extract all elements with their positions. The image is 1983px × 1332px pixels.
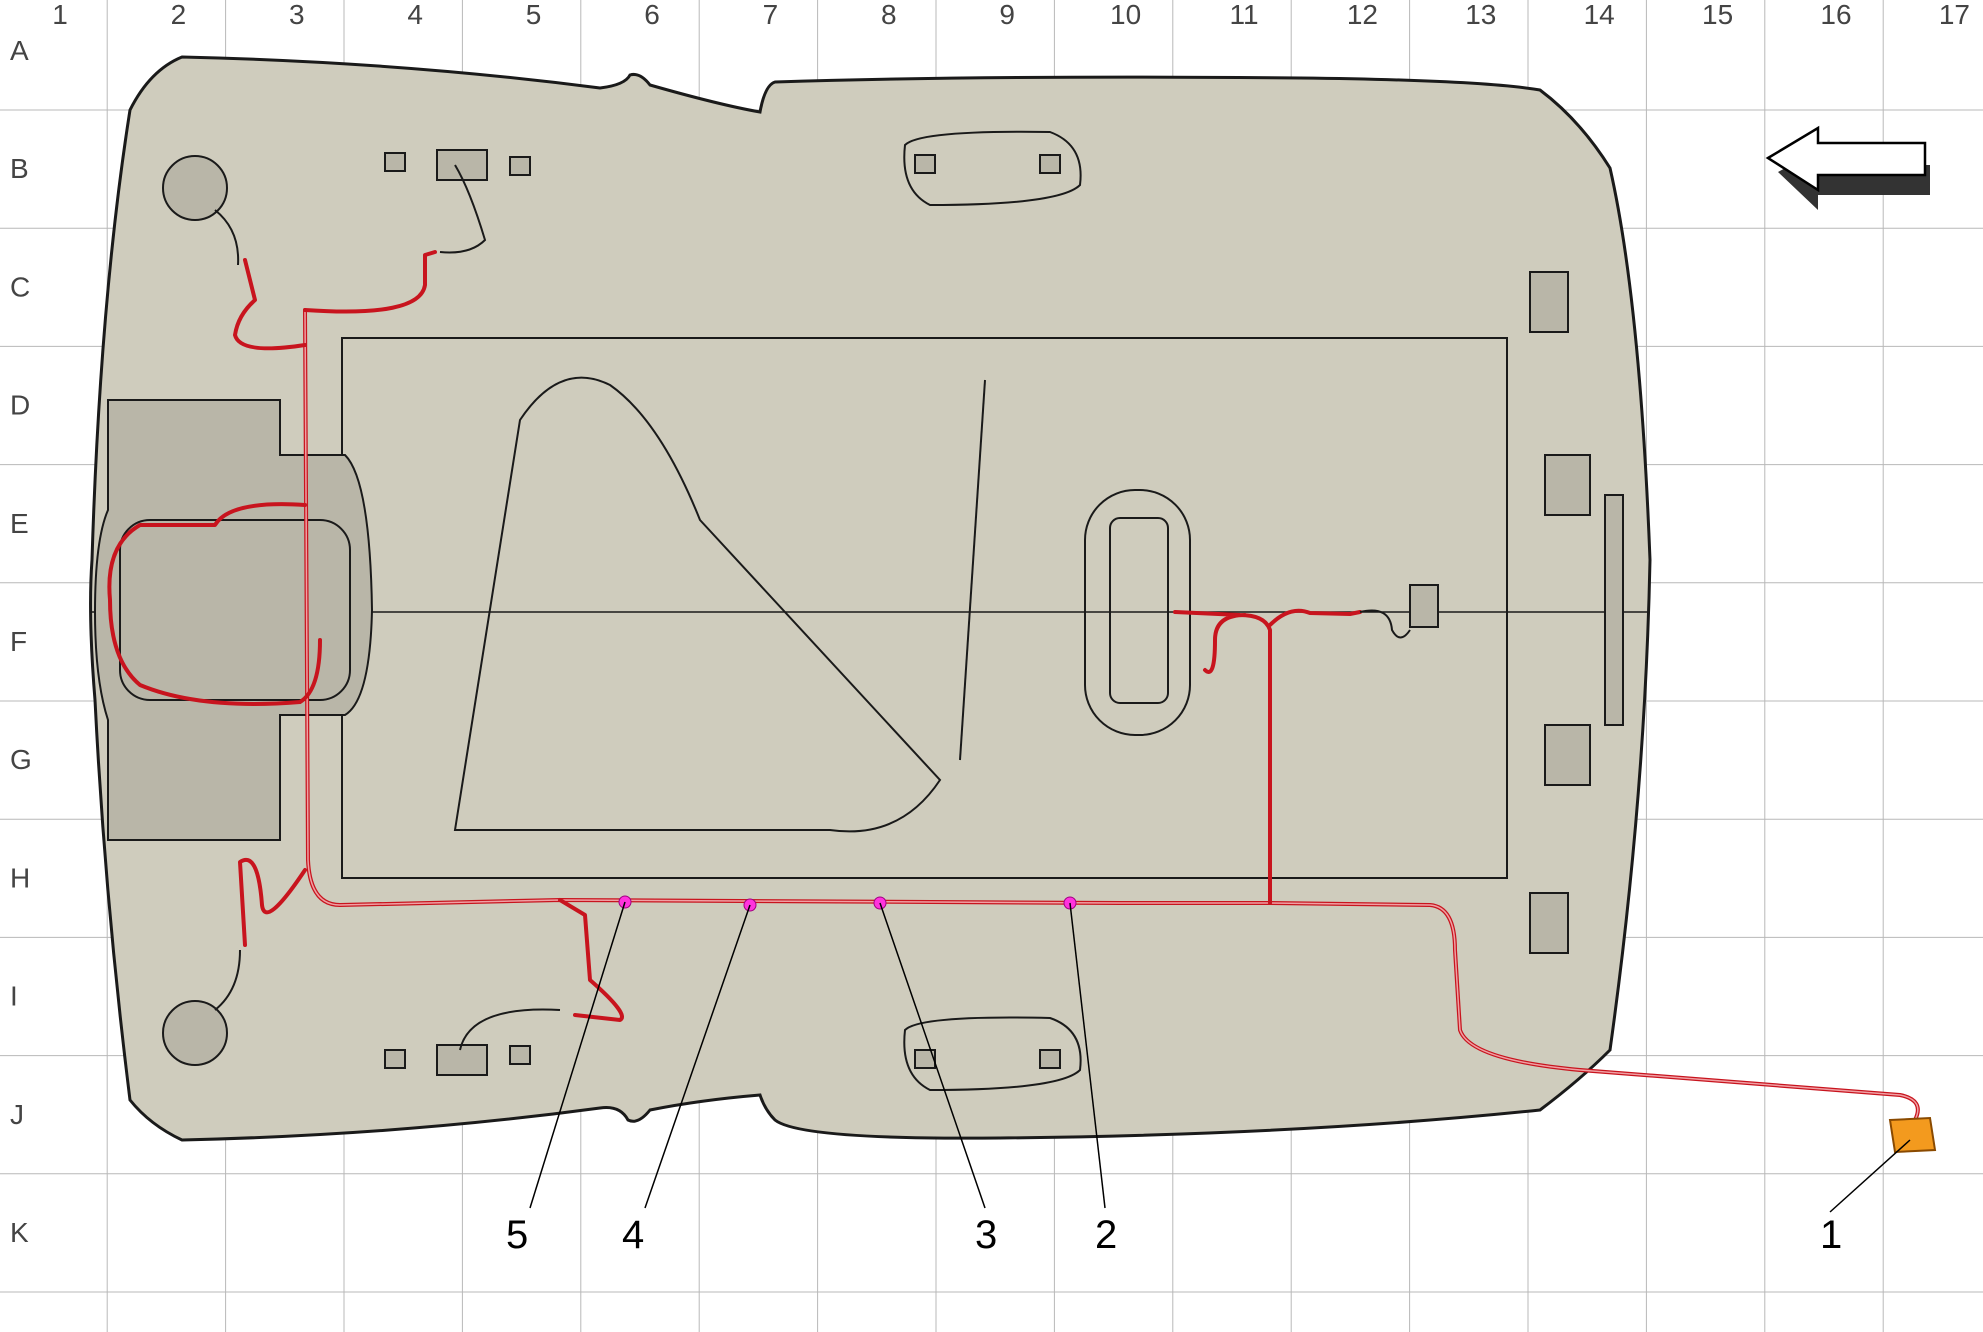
grid-row-label: A: [10, 35, 29, 66]
rear-crossbar: [1604, 494, 1624, 726]
clip-2: [509, 156, 531, 176]
clip-1: [384, 152, 406, 172]
grid-column-label: 16: [1820, 0, 1851, 30]
grid-row-label: E: [10, 508, 29, 539]
roof-wiring-harness: [107, 250, 1920, 1122]
overhead-console: [93, 399, 374, 841]
harness-front-left-speaker: [233, 258, 307, 351]
grid-column-label: 2: [171, 0, 187, 30]
grid-column-label: 11: [1229, 0, 1258, 30]
headliner-outline: [89, 55, 1652, 1142]
callout-leader-lines: [529, 901, 1911, 1213]
rear-connector-bracket: [1409, 584, 1439, 628]
visor-clip-right: [436, 1044, 488, 1076]
grid-row-labels: ABCDEFGHIJKL: [10, 35, 32, 1248]
rear-bracket-1: [1529, 271, 1569, 333]
grid-row-label: F: [10, 626, 27, 657]
speaker-front-right: [162, 1000, 228, 1066]
rear-bracket-4: [1529, 892, 1569, 954]
dome-light: [1109, 517, 1169, 704]
grid-row-label: B: [10, 153, 29, 184]
console-module: [119, 519, 351, 701]
grid-column-label: 17: [1939, 0, 1970, 30]
grid-column-label: 9: [999, 0, 1015, 30]
handle-recess-bottom: [903, 1016, 1082, 1092]
harness-console: [107, 502, 322, 706]
grid-column-label: 1: [52, 0, 68, 30]
clip-5: [914, 154, 936, 174]
grid-column-label: 14: [1584, 0, 1615, 30]
visor-clip-left: [436, 149, 488, 181]
grid-row-label: D: [10, 390, 30, 421]
headliner: [89, 55, 1652, 1142]
harness-front-right-speaker: [238, 857, 307, 947]
wire-front-right-speaker: [214, 949, 241, 1011]
speaker-front-left: [162, 155, 228, 221]
callout-1: 1: [1820, 1213, 1842, 1257]
grid-column-label: 13: [1465, 0, 1496, 30]
clip-7: [914, 1049, 936, 1069]
rear-bracket-3: [1544, 724, 1591, 786]
callout-2: 2: [1095, 1213, 1117, 1257]
grid-column-label: 15: [1702, 0, 1733, 30]
recess-line: [959, 379, 986, 761]
grid-column-label: 5: [526, 0, 542, 30]
grid-row-label: H: [10, 862, 30, 893]
wire-visor-left: [439, 164, 487, 254]
wire-front-left-speaker: [214, 209, 240, 266]
callout-3: 3: [975, 1213, 997, 1257]
handle-recess-top: [903, 130, 1082, 207]
grid-row-label: G: [10, 744, 32, 775]
wire-visor-right: [459, 1008, 561, 1051]
grid-column-label: 6: [644, 0, 660, 30]
clip-8: [1039, 1049, 1061, 1069]
sensor-wires: [214, 164, 1411, 1051]
callout-5: 5: [506, 1213, 528, 1257]
roof-recess: [453, 376, 942, 833]
grid-column-label: 10: [1110, 0, 1141, 30]
wire-rear-connector: [1359, 609, 1411, 639]
harness-visor-right: [558, 898, 624, 1022]
grid-row-label: I: [10, 981, 18, 1012]
harness-visor-left: [303, 250, 437, 314]
grid-column-label: 12: [1347, 0, 1378, 30]
component-1-module: [1888, 1116, 1937, 1154]
clip-4: [509, 1045, 531, 1065]
grid-column-label: 8: [881, 0, 897, 30]
callout-4: 4: [622, 1213, 644, 1257]
grid-row-label: C: [10, 271, 30, 302]
grid-row-label: J: [10, 1099, 24, 1130]
direction-arrow-left-icon: [1765, 125, 1930, 210]
grid-column-label: 3: [289, 0, 305, 30]
grid-column-label: 4: [407, 0, 423, 30]
rear-bracket-2: [1544, 454, 1591, 516]
clip-6: [1039, 154, 1061, 174]
clip-3: [384, 1049, 406, 1069]
grid-column-label: 7: [763, 0, 779, 30]
grid-row-label: K: [10, 1217, 29, 1248]
harness-dome-branch: [1173, 608, 1362, 905]
